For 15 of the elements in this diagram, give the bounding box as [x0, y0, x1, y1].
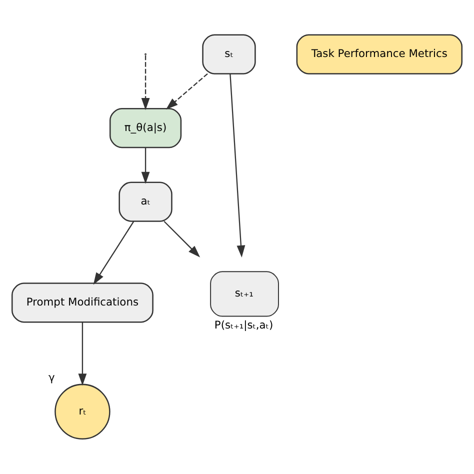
node-box: aₜ	[118, 182, 172, 222]
arrow	[166, 73, 208, 110]
node-box: π_θ(a|s)	[110, 108, 182, 148]
arrow	[141, 55, 150, 110]
node-label: γ	[48, 371, 55, 384]
arrow	[230, 74, 246, 258]
arrow	[93, 221, 134, 285]
node-box: sₜ	[202, 34, 256, 74]
arrow	[78, 322, 87, 386]
node-label: P(sₜ₊₁|sₜ,aₜ)	[214, 318, 274, 332]
node-box: Task Performance Metrics	[296, 34, 463, 74]
node-box: Prompt Modifications	[11, 282, 154, 323]
node-circle: rₜ	[54, 384, 110, 440]
arrow	[164, 220, 200, 258]
arrow	[141, 148, 150, 184]
